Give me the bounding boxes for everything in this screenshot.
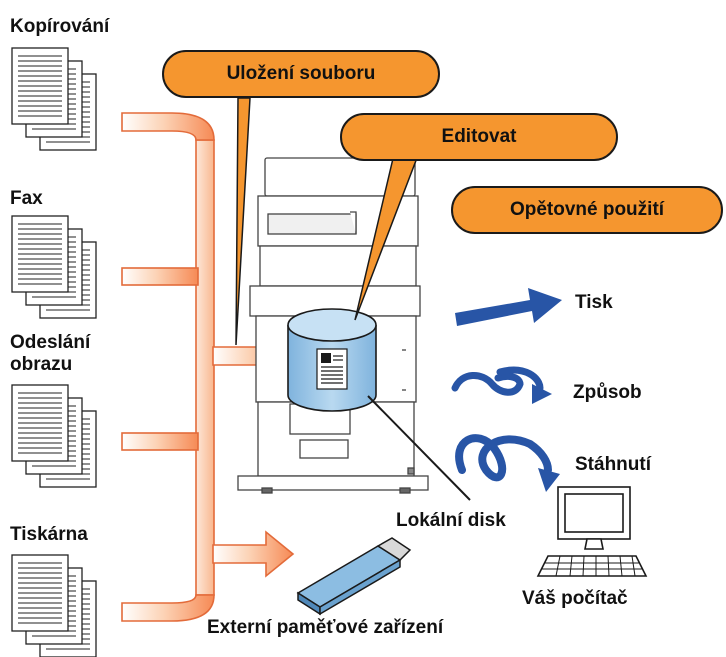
device-label-external-storage: Externí paměťové zařízení bbox=[207, 617, 444, 638]
data-flow-pipe bbox=[121, 112, 215, 622]
download-arrow-icon bbox=[455, 434, 552, 482]
source-label-image-send: Odeslání obrazu bbox=[10, 332, 91, 375]
source-label-printer: Tiskárna bbox=[10, 524, 88, 545]
device-label-your-pc: Váš počítač bbox=[522, 588, 628, 609]
document-stack-icon-scan bbox=[11, 384, 97, 488]
document-stack-icon-print bbox=[11, 554, 97, 657]
callout-tail-file-save bbox=[235, 97, 251, 346]
source-label-fax: Fax bbox=[10, 188, 43, 209]
send-arrow-icon bbox=[451, 372, 524, 396]
callout-edit: Editovat bbox=[340, 113, 618, 161]
document-stack-icon-fax bbox=[11, 215, 97, 319]
action-label-print: Tisk bbox=[575, 292, 613, 313]
arrow-to-external-storage bbox=[212, 530, 295, 578]
device-label-local-disk: Lokální disk bbox=[396, 510, 506, 531]
print-arrow-icon bbox=[455, 288, 562, 326]
usb-storage-icon bbox=[296, 537, 412, 616]
callout-file-save: Uložení souboru bbox=[162, 50, 440, 98]
source-label-copy: Kopírování bbox=[10, 16, 110, 37]
document-stack-icon-copy bbox=[11, 47, 97, 151]
action-label-download: Stáhnutí bbox=[575, 454, 651, 475]
local-disk-leader-line bbox=[367, 395, 471, 501]
computer-icon bbox=[536, 486, 648, 577]
local-disk-icon bbox=[287, 308, 377, 412]
action-label-send: Způsob bbox=[573, 382, 642, 403]
callout-reuse: Opětovné použití bbox=[451, 186, 723, 234]
